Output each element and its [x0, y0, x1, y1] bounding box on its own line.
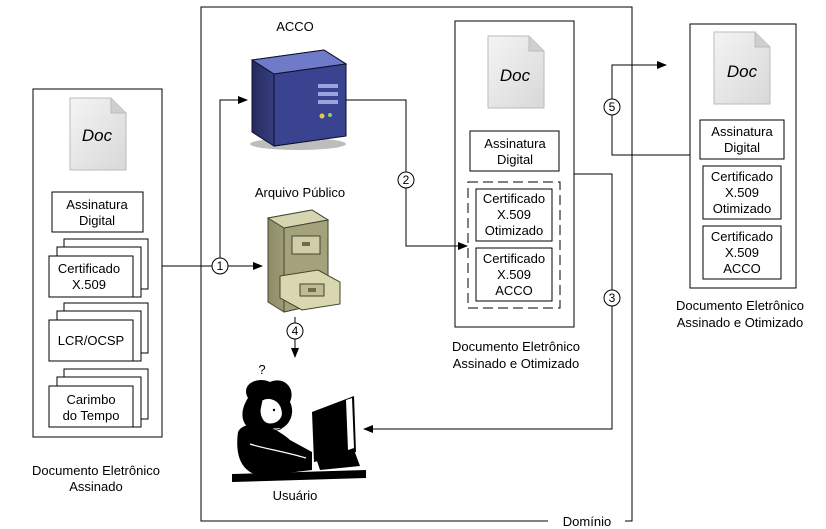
public-archive-cabinet: Arquivo Público [255, 185, 345, 313]
step-5-number: 5 [609, 100, 616, 114]
doc-page-icon: Doc [487, 35, 545, 109]
step-1-number: 1 [217, 259, 224, 273]
step-1-marker: 1 [211, 257, 229, 275]
archive-label: Arquivo Público [255, 185, 345, 200]
step-2-number: 2 [403, 173, 410, 187]
left-cert-line2: X.509 [72, 277, 106, 292]
acco-server: ACCO [250, 19, 348, 150]
middle-cert-acco-line2: X.509 [497, 267, 531, 282]
arrow-to-acco [219, 96, 248, 258]
middle-cert-group [467, 181, 561, 309]
right-document: Doc Assinatura Digital Certificado X.509… [676, 23, 804, 330]
left-signature-box [51, 191, 144, 233]
step-2-marker: 2 [397, 171, 415, 189]
doc-page-icon: Doc [713, 31, 771, 105]
left-document: Doc Assinatura Digital Certificado X.509… [32, 88, 163, 494]
middle-signature-line2: Digital [497, 152, 533, 167]
right-signature-line2: Digital [724, 140, 760, 155]
left-ts-line2: do Tempo [63, 408, 120, 423]
step-3-number: 3 [609, 291, 616, 305]
user-label: Usuário [273, 488, 318, 503]
domain-boundary: Domínio [200, 6, 633, 529]
arrow-to-user [363, 306, 613, 433]
middle-signature-box [469, 130, 560, 172]
left-caption-line1: Documento Eletrônico [32, 463, 160, 478]
middle-caption-line2: Assinado e Otimizado [453, 356, 579, 371]
arrow-to-middle-doc [405, 188, 468, 250]
right-cert-acco-box [702, 225, 782, 280]
middle-cert-acco-line1: Certificado [483, 251, 545, 266]
left-crl-label: LCR/OCSP [58, 333, 124, 348]
step-5-marker: 5 [603, 98, 621, 116]
left-caption-line2: Assinado [69, 479, 122, 494]
middle-cert-acco-line3: ACCO [495, 283, 533, 298]
right-cert-acco-line3: ACCO [723, 261, 761, 276]
left-crl-stack: LCR/OCSP [48, 302, 149, 362]
left-cert-line1: Certificado [58, 261, 120, 276]
question-mark: ? [258, 362, 265, 377]
middle-signature-line1: Assinatura [484, 136, 546, 151]
middle-cert-acco-box [475, 247, 553, 302]
doc-icon-label: Doc [500, 66, 531, 85]
connector-acco-out [346, 99, 407, 172]
arrow-to-right-doc [611, 61, 667, 99]
middle-cert-opt-line3: Otimizado [485, 223, 544, 238]
middle-document: Doc Assinatura Digital Certificado X.509… [452, 20, 580, 371]
right-cert-optimized-box [702, 165, 782, 220]
right-cert-acco-line1: Certificado [711, 229, 773, 244]
domain-label: Domínio [563, 514, 611, 529]
right-signature-box [699, 119, 785, 160]
middle-caption-line1: Documento Eletrônico [452, 339, 580, 354]
doc-icon-label: Doc [82, 126, 113, 145]
connector-middle-out [574, 173, 613, 290]
left-ts-line1: Carimbo [66, 392, 115, 407]
step-3-marker: 3 [603, 289, 621, 307]
doc-icon-label: Doc [727, 62, 758, 81]
right-cert-acco-line2: X.509 [725, 245, 759, 260]
right-cert-opt-line1: Certificado [711, 169, 773, 184]
step-4-number: 4 [292, 324, 299, 338]
right-caption-line1: Documento Eletrônico [676, 298, 804, 313]
left-certificate-stack: Certificado X.509 [48, 238, 149, 298]
right-cert-opt-line2: X.509 [725, 185, 759, 200]
user-figure: ? Usuário [232, 362, 366, 503]
acco-label: ACCO [276, 19, 314, 34]
step-4-marker: 4 [286, 322, 304, 340]
right-cert-opt-line3: Otimizado [713, 201, 772, 216]
middle-cert-optimized-box [475, 188, 553, 242]
connector-right-doc [611, 115, 690, 156]
right-signature-line1: Assinatura [711, 124, 773, 139]
middle-cert-opt-line2: X.509 [497, 207, 531, 222]
right-caption-line2: Assinado e Otimizado [677, 315, 803, 330]
left-signature-line1: Assinatura [66, 197, 128, 212]
left-timestamp-stack: Carimbo do Tempo [48, 368, 149, 428]
middle-cert-opt-line1: Certificado [483, 191, 545, 206]
doc-page-icon: Doc [69, 97, 127, 171]
left-signature-line2: Digital [79, 213, 115, 228]
